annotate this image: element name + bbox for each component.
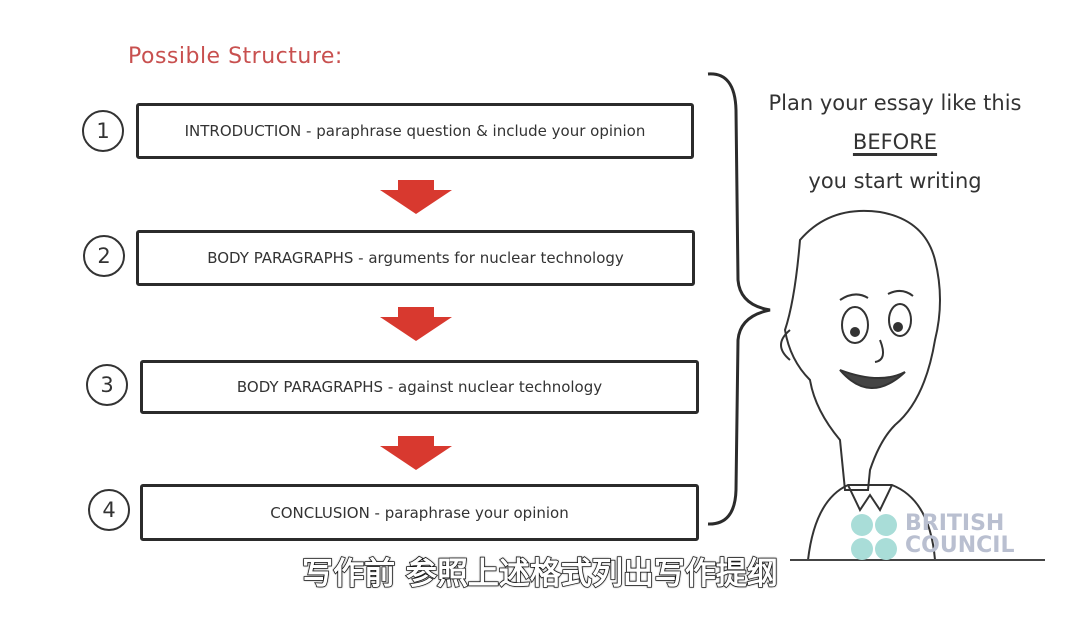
british-council-logo-dots	[851, 514, 897, 560]
down-arrow-icon	[380, 436, 452, 470]
note-line-before: BEFORE	[852, 130, 938, 154]
curly-brace	[707, 72, 771, 526]
structure-heading: Possible Structure:	[128, 44, 343, 69]
logo-line-1: BRITISH	[905, 511, 1005, 536]
planning-note: Plan your essay like this BEFORE you sta…	[750, 84, 1040, 201]
step-number-3: 3	[86, 364, 128, 406]
step-number-4: 4	[88, 489, 130, 531]
video-subtitle: 写作前 参照上述格式列出写作提纲	[301, 555, 778, 593]
cartoon-man	[780, 209, 941, 561]
down-arrow-icon	[380, 307, 452, 341]
step-box-body-against: BODY PARAGRAPHS - against nuclear techno…	[140, 360, 699, 414]
note-line-3: you start writing	[808, 169, 982, 193]
step-box-introduction: INTRODUCTION - paraphrase question & inc…	[136, 103, 694, 159]
step-box-conclusion: CONCLUSION - paraphrase your opinion	[140, 484, 699, 541]
british-council-logo: BRITISH COUNCIL	[905, 513, 1014, 557]
step-number-1: 1	[82, 110, 124, 152]
note-line-1: Plan your essay like this	[768, 91, 1022, 115]
logo-line-2: COUNCIL	[905, 533, 1015, 558]
step-number-2: 2	[83, 235, 125, 277]
step-box-body-for: BODY PARAGRAPHS - arguments for nuclear …	[136, 230, 695, 286]
down-arrow-icon	[380, 180, 452, 214]
